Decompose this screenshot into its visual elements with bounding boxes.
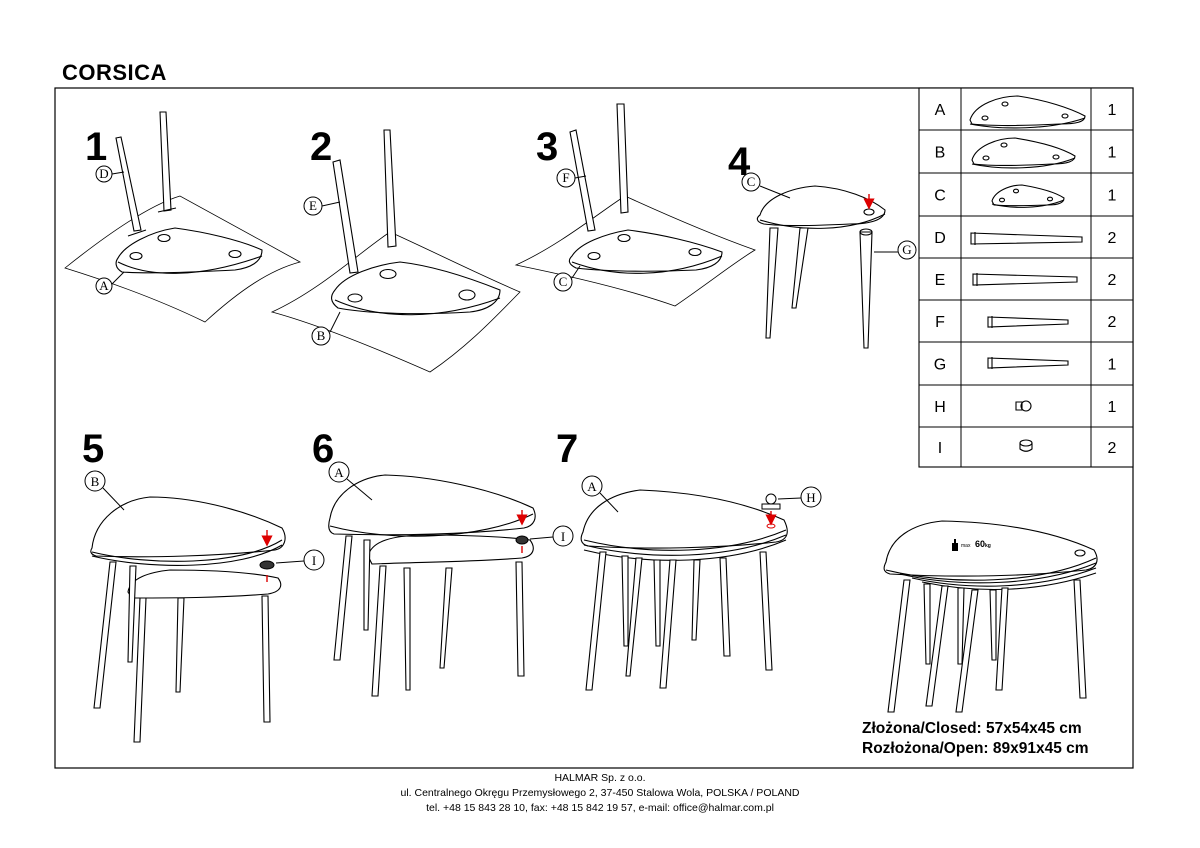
- step-6-illustration: [328, 474, 536, 697]
- weight-icon: [952, 539, 958, 551]
- svg-text:I: I: [561, 529, 565, 544]
- callout-f-step3: F: [556, 168, 587, 188]
- step-4-illustration: [756, 185, 886, 349]
- leg-g-icon: [987, 357, 1069, 369]
- part-quantity: 2: [1108, 440, 1117, 457]
- step-3-illustration: [514, 103, 756, 307]
- step-number-6: 6: [312, 427, 334, 471]
- svg-text:C: C: [559, 274, 568, 289]
- step-1-illustration: [64, 111, 302, 323]
- weight-value: 60kg: [975, 539, 991, 549]
- part-letter: A: [935, 102, 946, 119]
- weight-prefix: max: [961, 543, 971, 549]
- svg-text:A: A: [587, 479, 597, 494]
- callout-e-step2: E: [303, 196, 341, 216]
- svg-text:A: A: [334, 465, 344, 480]
- footer-company: HALMAR Sp. z o.o.: [554, 772, 646, 784]
- parts-table: A B C D E F G H I 1 1 1 2 2 2 1 1 2: [918, 87, 1134, 468]
- step-number-4: 4: [728, 140, 751, 184]
- callout-a-step1: A: [95, 271, 125, 295]
- tabletop-c-icon: [991, 184, 1065, 208]
- part-letter: D: [934, 230, 946, 247]
- step-number-1: 1: [85, 125, 107, 169]
- page-title: CORSICA: [62, 60, 167, 85]
- dimension-closed: Złożona/Closed: 57x54x45 cm: [862, 720, 1082, 737]
- callout-i-step6: I: [529, 525, 574, 547]
- leg-f-icon: [987, 316, 1069, 328]
- callout-h-step7: H: [777, 486, 822, 508]
- svg-text:A: A: [99, 278, 109, 293]
- part-letter: B: [935, 145, 946, 162]
- svg-text:D: D: [99, 166, 108, 181]
- footer-address: ul. Centralnego Okręgu Przemysłowego 2, …: [400, 787, 800, 799]
- red-connector-icon-2: [515, 510, 529, 553]
- part-letter: G: [934, 357, 946, 374]
- step-number-2: 2: [310, 125, 332, 169]
- dimension-open: Rozłożona/Open: 89x91x45 cm: [862, 740, 1089, 757]
- callout-c-step3: C: [553, 265, 581, 292]
- svg-text:G: G: [902, 242, 911, 257]
- leg-d-icon: [970, 232, 1083, 245]
- part-letter: F: [935, 314, 945, 331]
- callout-a-step7: A: [581, 475, 619, 513]
- svg-text:I: I: [312, 553, 316, 568]
- tabletop-b-icon: [971, 137, 1076, 169]
- part-letter: C: [934, 188, 946, 205]
- callout-d-step1: D: [95, 165, 125, 183]
- connector-h-icon: [1015, 400, 1032, 412]
- part-quantity: 2: [1108, 272, 1117, 289]
- part-quantity: 1: [1108, 188, 1117, 205]
- step-2-illustration: [270, 129, 521, 373]
- step-number-3: 3: [536, 125, 558, 169]
- footer-contact: tel. +48 15 843 28 10, fax: +48 15 842 1…: [426, 802, 774, 814]
- step-7-illustration: [580, 489, 788, 691]
- callout-b-step2: B: [311, 311, 341, 346]
- callout-b-step5: B: [84, 470, 125, 511]
- part-quantity: 1: [1108, 357, 1117, 374]
- part-quantity: 1: [1108, 145, 1117, 162]
- svg-text:C: C: [747, 174, 756, 189]
- step-5-illustration: [90, 496, 286, 743]
- svg-text:B: B: [91, 474, 100, 489]
- svg-text:H: H: [806, 490, 815, 505]
- part-quantity: 1: [1108, 102, 1117, 119]
- callout-c-step4: C: [741, 172, 791, 199]
- step-number-5: 5: [82, 427, 104, 471]
- callout-i-step5: I: [275, 549, 325, 571]
- connector-h-step7: [761, 493, 781, 529]
- leg-e-icon: [972, 273, 1078, 286]
- assembled-table-illustration: [883, 520, 1098, 713]
- callout-g-step4: G: [874, 240, 917, 260]
- step-number-7: 7: [556, 427, 578, 471]
- part-letter: I: [938, 440, 942, 457]
- svg-text:B: B: [317, 328, 326, 343]
- tabletop-a-icon: [969, 95, 1086, 129]
- svg-text:F: F: [562, 170, 569, 185]
- part-letter: E: [935, 272, 946, 289]
- connector-i-icon: [1019, 439, 1033, 452]
- part-letter: H: [934, 399, 946, 416]
- callout-a-step6: A: [328, 461, 373, 501]
- svg-text:E: E: [309, 198, 317, 213]
- red-connector-icon: [259, 530, 275, 582]
- part-quantity: 2: [1108, 314, 1117, 331]
- part-quantity: 1: [1108, 399, 1117, 416]
- part-quantity: 2: [1108, 230, 1117, 247]
